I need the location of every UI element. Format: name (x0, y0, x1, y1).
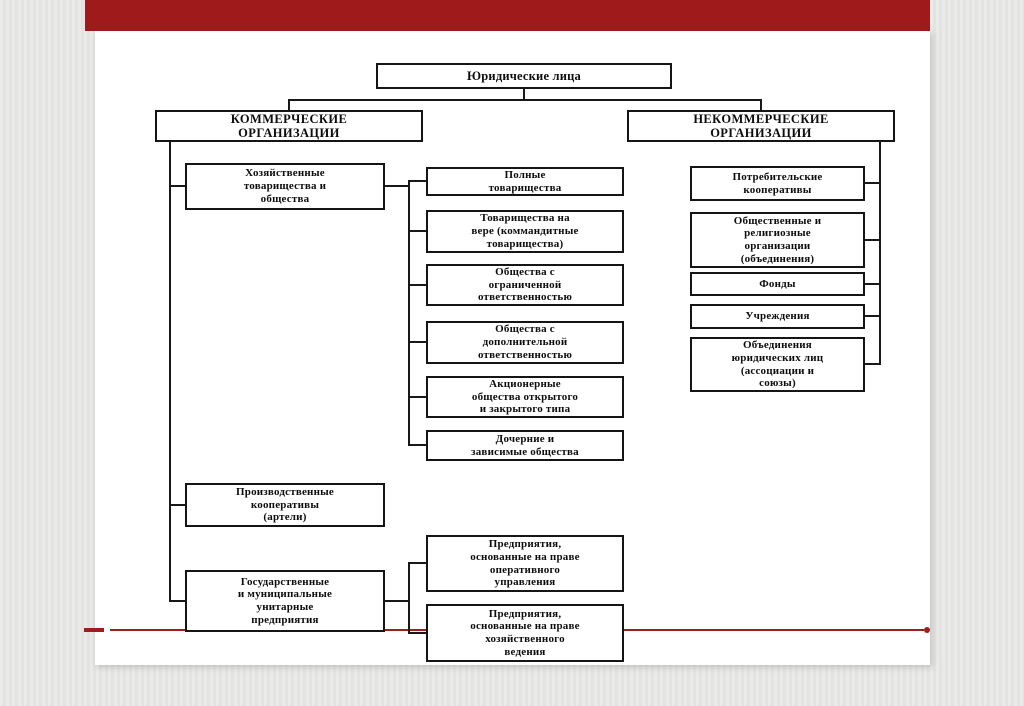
node-economic-management-enterprises: Предприятия, основанные на праве хозяйст… (426, 604, 624, 662)
node-economic-partnerships: Хозяйственные товарищества и общества (185, 163, 385, 210)
connector-line (408, 632, 426, 634)
bottom-rule-left-dash (84, 628, 104, 632)
connector-line (864, 283, 881, 285)
connector-line (408, 284, 426, 286)
connector-line (864, 239, 881, 241)
node-production-cooperatives: Производственные кооперативы (артели) (185, 483, 385, 527)
connector-line (408, 444, 426, 446)
connector-line (169, 185, 185, 187)
connector-line (408, 180, 426, 182)
node-consumer-cooperatives: Потребительские кооперативы (690, 166, 865, 201)
bottom-rule-end-dot (924, 627, 930, 633)
connector-line (288, 99, 762, 101)
node-joint-stock-companies: Акционерные общества открытого и закрыто… (426, 376, 624, 418)
branch-commercial-organizations: КОММЕРЧЕСКИЕ ОРГАНИЗАЦИИ (155, 110, 423, 142)
node-full-partnerships: Полные товарищества (426, 167, 624, 196)
connector-line (408, 396, 426, 398)
node-limited-partnerships: Товарищества на вере (коммандитные товар… (426, 210, 624, 253)
node-foundations: Фонды (690, 272, 865, 296)
branch-noncommercial-organizations: НЕКОММЕРЧЕСКИЕ ОРГАНИЗАЦИИ (627, 110, 895, 142)
connector-line (864, 182, 881, 184)
node-subsidiary-companies: Дочерние и зависимые общества (426, 430, 624, 461)
node-unitary-enterprises: Государственные и муниципальные унитарны… (185, 570, 385, 632)
connector-line (385, 185, 410, 187)
node-operational-management-enterprises: Предприятия, основанные на праве операти… (426, 535, 624, 592)
connector-line (864, 363, 881, 365)
node-additional-liability-companies: Общества с дополнительной ответственност… (426, 321, 624, 364)
node-limited-liability-companies: Общества с ограниченной ответственностью (426, 264, 624, 306)
root-node-legal-entities: Юридические лица (376, 63, 672, 89)
connector-line (523, 88, 525, 100)
node-public-religious-organizations: Общественные и религиозные организации (… (690, 212, 865, 268)
connector-line (879, 142, 881, 365)
node-institutions: Учреждения (690, 304, 865, 329)
connector-line (864, 315, 881, 317)
connector-line (760, 99, 762, 110)
connector-line (288, 99, 290, 110)
slide-top-accent-bar (85, 0, 930, 31)
connector-line (408, 180, 410, 446)
connector-line (408, 230, 426, 232)
connector-line (408, 562, 426, 564)
connector-line (169, 504, 185, 506)
node-associations-unions: Объединения юридических лиц (ассоциации … (690, 337, 865, 392)
connector-line (408, 562, 410, 634)
connector-line (169, 600, 185, 602)
connector-line (169, 142, 171, 602)
connector-line (408, 341, 426, 343)
connector-line (385, 600, 410, 602)
